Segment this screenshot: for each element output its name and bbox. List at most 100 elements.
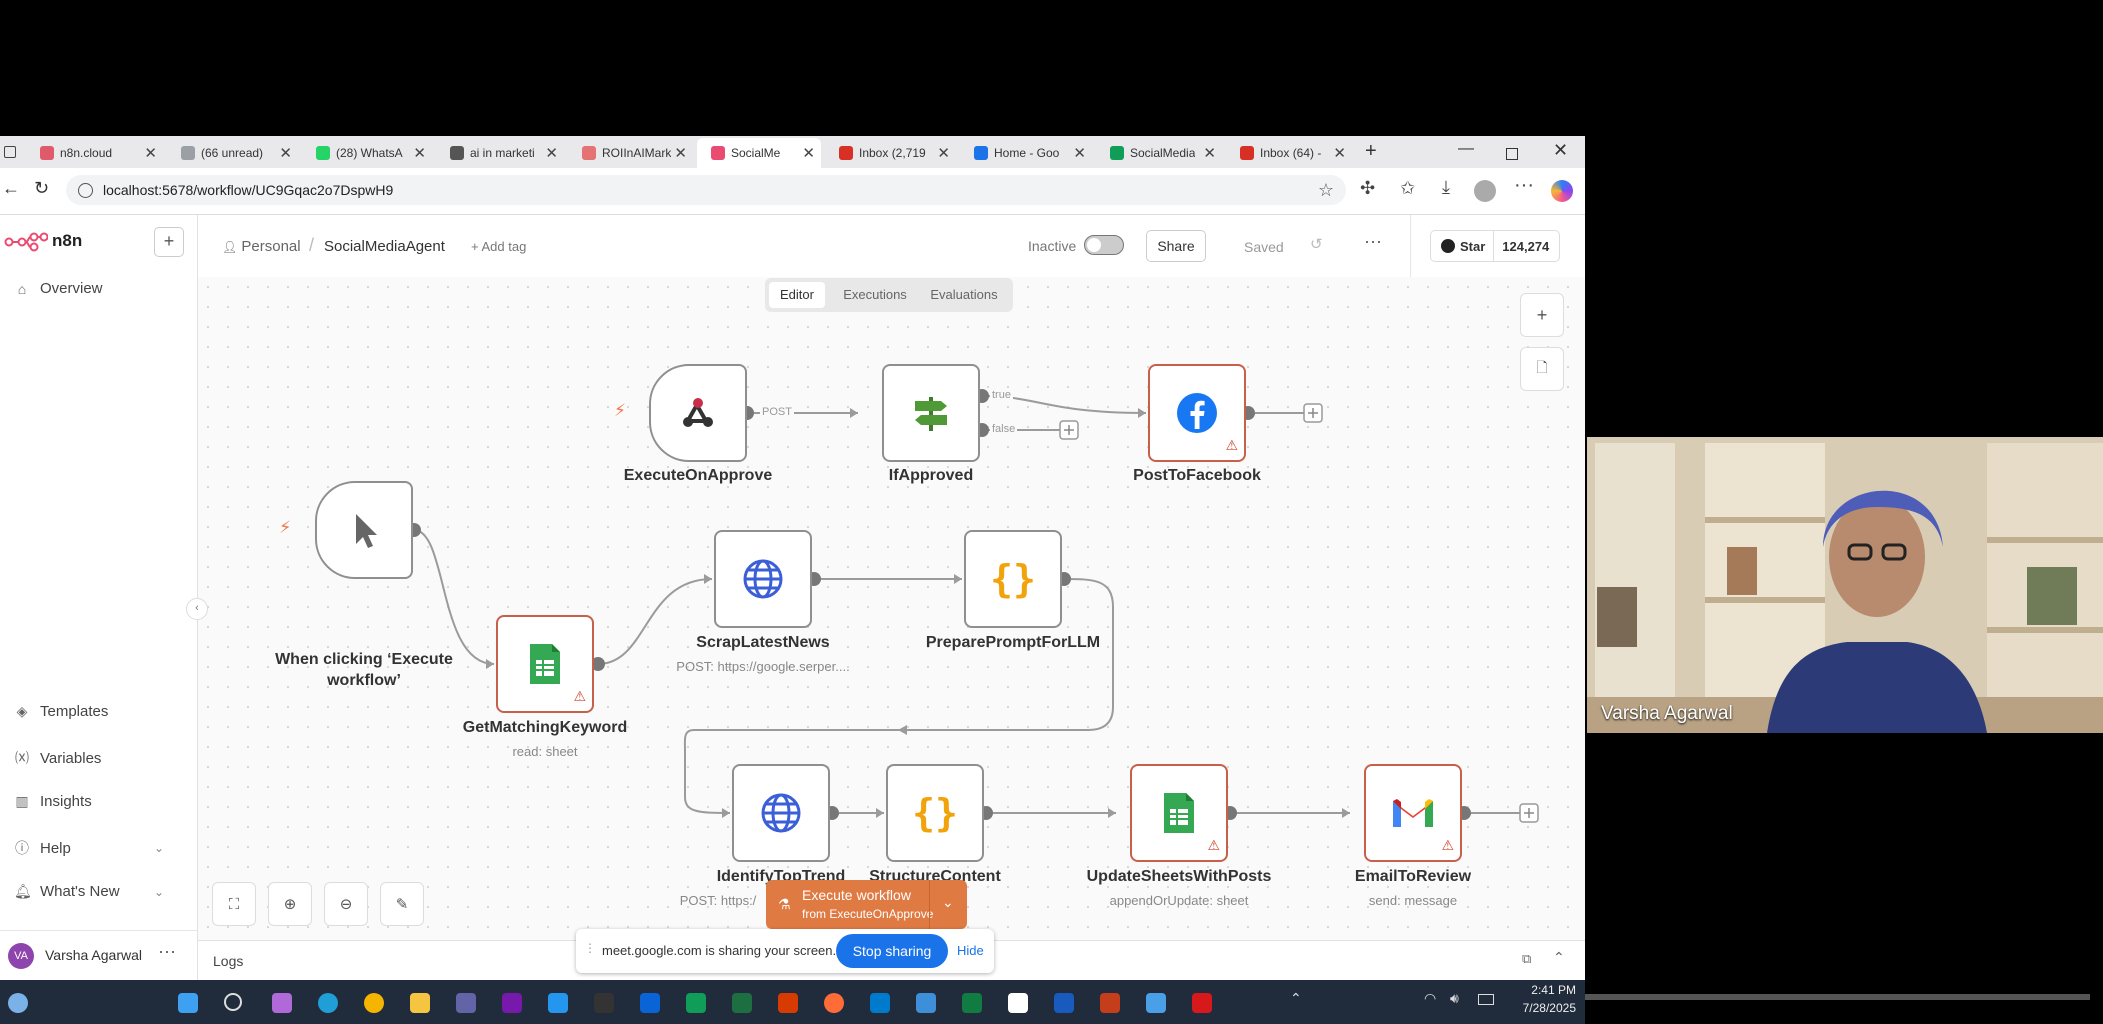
- docker-icon[interactable]: [548, 993, 568, 1013]
- office-icon[interactable]: [778, 993, 798, 1013]
- browser-tab[interactable]: n8n.cloud✕: [26, 138, 163, 168]
- node-manual-trigger[interactable]: [315, 481, 413, 579]
- restore-icon[interactable]: [1506, 148, 1518, 160]
- teams-icon[interactable]: [456, 993, 476, 1013]
- node-email-to-review[interactable]: ⚠︎: [1364, 764, 1462, 862]
- notion-icon[interactable]: [1008, 993, 1028, 1013]
- sidebar-item-variables[interactable]: ⒳ Variables: [14, 748, 101, 768]
- close-tab-icon[interactable]: ✕: [413, 145, 426, 162]
- downloads-icon[interactable]: ⤓: [1442, 177, 1450, 197]
- sidebar-item-overview[interactable]: ⌂ Overview: [14, 280, 103, 297]
- browser-tab[interactable]: Inbox (64) -✕: [1226, 138, 1352, 168]
- store-icon[interactable]: [686, 993, 706, 1013]
- add-node-handle[interactable]: [1304, 404, 1322, 422]
- new-tab-icon[interactable]: +: [1365, 140, 1377, 162]
- tab-evaluations[interactable]: Evaluations: [930, 287, 998, 302]
- excel-green-icon[interactable]: [732, 993, 752, 1013]
- browser-tab[interactable]: (66 unread)✕: [167, 138, 298, 168]
- edge-icon[interactable]: [318, 993, 338, 1013]
- active-toggle[interactable]: [1084, 235, 1124, 255]
- browser-tab[interactable]: (28) WhatsA✕: [302, 138, 432, 168]
- favorites-icon[interactable]: ✩: [1400, 178, 1416, 198]
- browser-tab[interactable]: SocialMe✕: [697, 138, 821, 168]
- onenote-icon[interactable]: [502, 993, 522, 1013]
- tab-editor[interactable]: Editor: [769, 282, 825, 308]
- sidebar-item-whats-new[interactable]: 🔔︎ What's New ⌄: [14, 883, 164, 900]
- sidebar-item-insights[interactable]: ▥ Insights: [14, 793, 91, 810]
- profile-avatar[interactable]: [1474, 180, 1496, 202]
- close-tab-icon[interactable]: ✕: [937, 145, 950, 162]
- add-tag-button[interactable]: + Add tag: [471, 239, 527, 254]
- sticky-note-button[interactable]: 🗋︎: [1520, 347, 1564, 391]
- settings-more-icon[interactable]: ···: [1514, 174, 1534, 196]
- node-get-matching-keyword[interactable]: ⚠︎: [496, 615, 594, 713]
- node-execute-on-approve[interactable]: [649, 364, 747, 462]
- add-node-handle[interactable]: [1520, 804, 1538, 822]
- acrobat-icon[interactable]: [1192, 993, 1212, 1013]
- close-tab-icon[interactable]: ✕: [674, 145, 687, 162]
- stop-sharing-button[interactable]: Stop sharing: [836, 934, 948, 968]
- share-button[interactable]: Share: [1146, 230, 1206, 262]
- clock-date[interactable]: 7/28/2025: [1522, 1001, 1576, 1015]
- clock-time[interactable]: 2:41 PM: [1531, 983, 1576, 997]
- close-tab-icon[interactable]: ✕: [802, 145, 815, 162]
- tab-actions-icon[interactable]: [4, 146, 16, 158]
- word-icon[interactable]: [1054, 993, 1074, 1013]
- favorite-star-icon[interactable]: ☆: [1317, 179, 1334, 200]
- node-update-sheets[interactable]: ⚠︎: [1130, 764, 1228, 862]
- excel-icon[interactable]: [962, 993, 982, 1013]
- close-tab-icon[interactable]: ✕: [1073, 145, 1086, 162]
- sidebar-item-help[interactable]: ⓘ Help ⌄: [14, 838, 164, 858]
- copilot-taskbar-icon[interactable]: [272, 993, 292, 1013]
- battery-icon[interactable]: [1478, 994, 1494, 1005]
- start-icon[interactable]: [178, 993, 198, 1013]
- workflow-canvas[interactable]: Editor Executions Evaluations: [198, 277, 1585, 940]
- collapse-sidebar-button[interactable]: ‹: [186, 598, 208, 620]
- chevron-up-icon[interactable]: ⌃: [1553, 949, 1565, 965]
- snipping-tool-icon[interactable]: [1146, 993, 1166, 1013]
- close-tab-icon[interactable]: ✕: [1203, 145, 1216, 162]
- project-breadcrumb[interactable]: 👤︎ Personal: [222, 238, 301, 255]
- weather-icon[interactable]: [8, 993, 28, 1013]
- reload-icon[interactable]: ↻: [34, 178, 50, 198]
- outlook-icon[interactable]: [640, 993, 660, 1013]
- node-identify-top-trend[interactable]: [732, 764, 830, 862]
- file-explorer-icon[interactable]: [410, 993, 430, 1013]
- copilot-icon[interactable]: [1551, 180, 1573, 202]
- sidebar-item-templates[interactable]: ◈ Templates: [14, 703, 109, 720]
- browser-tab[interactable]: Home - Goo✕: [960, 138, 1092, 168]
- zoom-in-button[interactable]: ⊕: [268, 882, 312, 926]
- zoom-out-button[interactable]: ⊖: [324, 882, 368, 926]
- site-info-icon[interactable]: [78, 182, 93, 198]
- drag-handle-icon[interactable]: ⋮: [584, 941, 596, 955]
- workflow-menu-icon[interactable]: ···: [1364, 231, 1382, 251]
- create-button[interactable]: +: [154, 227, 184, 257]
- back-icon[interactable]: ←: [2, 178, 20, 198]
- github-star-button[interactable]: Star 124,274: [1430, 230, 1560, 262]
- node-structure-content[interactable]: {}: [886, 764, 984, 862]
- minimize-icon[interactable]: —: [1458, 140, 1474, 157]
- node-scrap-latest-news[interactable]: [714, 530, 812, 628]
- wifi-icon[interactable]: ◠: [1424, 990, 1437, 1006]
- add-node-button[interactable]: +: [1520, 293, 1564, 337]
- user-menu[interactable]: VA Varsha Agarwal ···: [0, 930, 197, 981]
- powerpoint-icon[interactable]: [1100, 993, 1120, 1013]
- postman-icon[interactable]: [824, 993, 844, 1013]
- search-icon[interactable]: [224, 993, 242, 1011]
- tray-chevron-up-icon[interactable]: ⌃: [1290, 990, 1302, 1006]
- node-post-to-facebook[interactable]: ⚠︎: [1148, 364, 1246, 462]
- volume-icon[interactable]: 🔊︎: [1450, 990, 1459, 1006]
- add-node-handle[interactable]: [1060, 421, 1078, 439]
- pop-out-icon[interactable]: ⧉: [1522, 951, 1532, 966]
- hide-button[interactable]: Hide: [957, 943, 984, 958]
- close-tab-icon[interactable]: ✕: [144, 145, 157, 162]
- execute-workflow-button[interactable]: ⚗︎ Execute workflow from ExecuteOnApprov…: [766, 880, 967, 929]
- chevron-down-icon[interactable]: ⌄: [942, 894, 954, 910]
- user-more-icon[interactable]: ···: [158, 941, 176, 961]
- browser-tab[interactable]: Inbox (2,719✕: [825, 138, 956, 168]
- tidy-up-button[interactable]: ✎: [380, 882, 424, 926]
- terminal-icon[interactable]: [594, 993, 614, 1013]
- chrome-icon[interactable]: [364, 993, 384, 1013]
- close-window-icon[interactable]: ✕: [1553, 140, 1569, 160]
- browser-tab[interactable]: SocialMedia✕: [1096, 138, 1222, 168]
